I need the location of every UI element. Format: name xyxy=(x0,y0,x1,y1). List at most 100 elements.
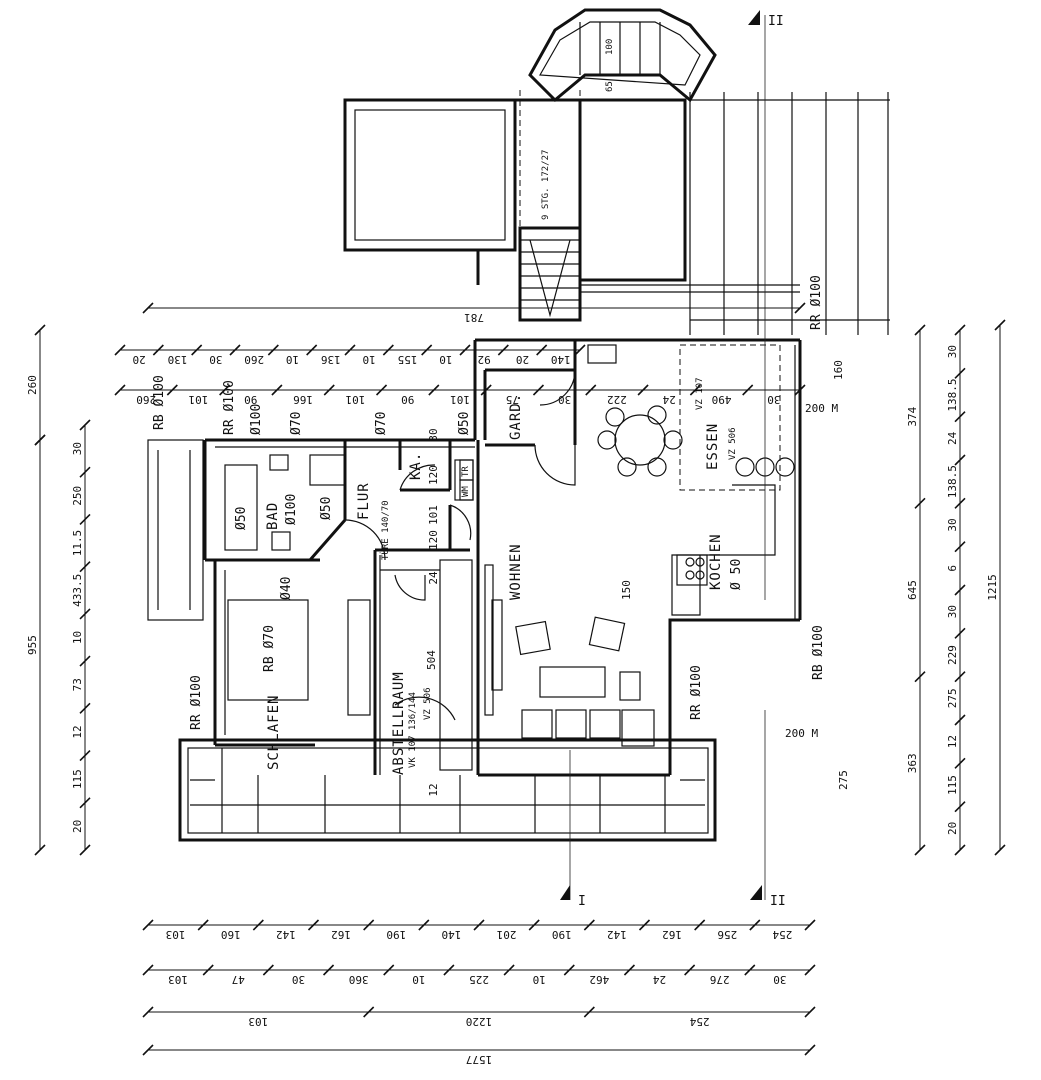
dim-bottom-row1-5: 140 xyxy=(441,928,461,941)
dining-table xyxy=(597,405,795,477)
dim-bottom-row2-0: 103 xyxy=(168,973,188,986)
pipe-flur-o50: Ø50 xyxy=(319,497,334,520)
pipe-bad-o100: Ø100 xyxy=(284,494,299,525)
dim-top-row2-6: 101 xyxy=(450,393,470,406)
dim-inner-v150: 150 xyxy=(620,580,633,600)
dim-bottom-row2-9: 276 xyxy=(710,973,730,986)
dim-bottom-row1-1: 160 xyxy=(221,928,241,941)
upper-terrace xyxy=(343,98,687,285)
dim-right-mid-2: 363 xyxy=(906,753,919,773)
pergola xyxy=(580,92,890,335)
dim-top-row2-8: 30 xyxy=(558,393,571,406)
dim-top-row1-3: 260 xyxy=(244,353,264,366)
lower-balcony xyxy=(147,439,717,842)
dim-right-inner-2: 24 xyxy=(946,431,959,445)
dim-bottom-row1-7: 190 xyxy=(552,928,572,941)
dim-top-row2-1: 101 xyxy=(189,393,209,406)
vz-107: VZ 107 xyxy=(695,377,705,410)
pipe-rr100-topright: RR Ø100 xyxy=(809,275,824,330)
room-schlafen: SCHLAFEN xyxy=(266,695,282,770)
dim-right-inner-5: 6 xyxy=(946,565,959,572)
room-flur: FLUR xyxy=(356,482,372,520)
living-furniture xyxy=(227,564,655,747)
dim-inner-v120b: 120 xyxy=(427,530,440,550)
dim-bottom-row2-1: 47 xyxy=(232,973,245,986)
room-bad: BAD xyxy=(265,502,281,530)
dim-top-row1-9: 92 xyxy=(478,353,491,366)
dim-bottom-row2-4: 10 xyxy=(412,973,425,986)
dim-left-inner-3: 433.5 xyxy=(71,574,84,607)
dim-bottom-row1-3: 162 xyxy=(331,928,351,941)
wm-label: WM xyxy=(461,486,471,497)
pipe-bad-o50: Ø50 xyxy=(234,507,249,530)
dim-bottom-row1-10: 256 xyxy=(717,928,737,941)
dim-left-inner-2: 11.5 xyxy=(71,530,84,557)
dim-bottom-row2-10: 30 xyxy=(773,973,786,986)
room-abstellraum: ABSTELLRAUM xyxy=(391,671,407,775)
pipe-o100-a: Ø100 xyxy=(249,404,264,435)
dim-left-inner-8: 20 xyxy=(71,820,84,833)
dim-bottom-row2-7: 462 xyxy=(589,973,609,986)
dim-left-inner-5: 73 xyxy=(71,678,84,691)
stair-width-2: 65 xyxy=(605,81,615,92)
dim-right-inner-10: 115 xyxy=(946,775,959,795)
dim-top-row2-3: 166 xyxy=(293,393,313,406)
dim-top-row2-5: 90 xyxy=(401,393,414,406)
dim-top-row1-4: 10 xyxy=(286,353,299,366)
bath-fixtures xyxy=(224,344,705,580)
dim-top-row1-11: 140 xyxy=(551,353,571,366)
dim-bottom-row2-6: 10 xyxy=(533,973,546,986)
dim-top-row1-1: 130 xyxy=(168,353,188,366)
dim-bottom-total-0: 1577 xyxy=(466,1053,493,1066)
pipe-rb100-right: RB Ø100 xyxy=(811,625,826,680)
pipe-rr100-top: RR Ø100 xyxy=(222,380,237,435)
dim-right-inner-8: 275 xyxy=(946,688,959,708)
door-tuere: TÜRE 140/70 xyxy=(380,500,391,560)
dim-right-mid-1: 645 xyxy=(906,580,919,600)
room-wohnen: WOHNEN xyxy=(508,543,524,600)
dim-bottom-row1-0: 103 xyxy=(166,928,186,941)
dim-inner-v504: 504 xyxy=(425,650,438,670)
dim-right-inner-4: 30 xyxy=(946,518,959,531)
section-ii-bottom: II xyxy=(770,894,786,909)
dim-bottom-row2-3: 360 xyxy=(349,973,369,986)
dim-inner-v12: 12 xyxy=(427,783,440,796)
dim-top-row2-9: 222 xyxy=(607,393,627,406)
dim-top-row1-8: 10 xyxy=(439,353,452,366)
dim-left-inner-7: 115 xyxy=(71,769,84,789)
pipe-rb100-top: RB Ø100 xyxy=(152,375,167,430)
dim-left-outer-b-0: 955 xyxy=(26,635,39,655)
dim-bottom-row2-8: 24 xyxy=(653,973,667,986)
room-ka: KA. xyxy=(408,452,424,480)
dim-top-row1-2: 30 xyxy=(209,353,222,366)
dim-top-row1-10: 20 xyxy=(516,353,529,366)
dim-bottom-row1-11: 254 xyxy=(772,928,792,941)
dim-bottom-row1-4: 190 xyxy=(386,928,406,941)
dim-left-inner-4: 10 xyxy=(71,631,84,644)
dim-right-inner-11: 20 xyxy=(946,822,959,835)
vk-107: VK 107 136/144 xyxy=(408,692,418,768)
pipe-koch-o50: Ø 50 xyxy=(729,559,744,590)
pipe-o50-a: Ø50 xyxy=(457,412,472,435)
dim-right-mid-0: 374 xyxy=(906,406,919,426)
staircase: 9 STG. 172/27 100 65 xyxy=(518,8,717,322)
dim-top-total-0: 781 xyxy=(464,311,484,324)
vz-506-essen: VZ 506 xyxy=(728,427,738,460)
meter-200-b: 200 M xyxy=(785,727,818,740)
dim-top-row2-2: 90 xyxy=(244,393,257,406)
pipe-o70-b: Ø70 xyxy=(374,412,389,435)
meter-200-a: 200 M xyxy=(805,402,838,415)
dim-inner-v160: 160 xyxy=(832,360,845,380)
dim-right-inner-0: 30 xyxy=(946,345,959,358)
stair-width-1: 100 xyxy=(605,39,615,55)
dim-inner-v24: 24 xyxy=(427,571,440,585)
dim-top-row2-10: 24 xyxy=(662,393,676,406)
dim-left-inner-6: 12 xyxy=(71,725,84,738)
dim-right-inner-1: 138.5 xyxy=(946,378,959,411)
dim-bottom-row1-6: 201 xyxy=(497,928,517,941)
pipe-o40: Ø40 xyxy=(279,577,294,600)
pipe-rr100-left: RR Ø100 xyxy=(189,675,204,730)
dim-right-inner-6: 30 xyxy=(946,605,959,618)
section-ii-top: II xyxy=(768,14,784,29)
dim-inner-v30: 30 xyxy=(427,428,440,441)
